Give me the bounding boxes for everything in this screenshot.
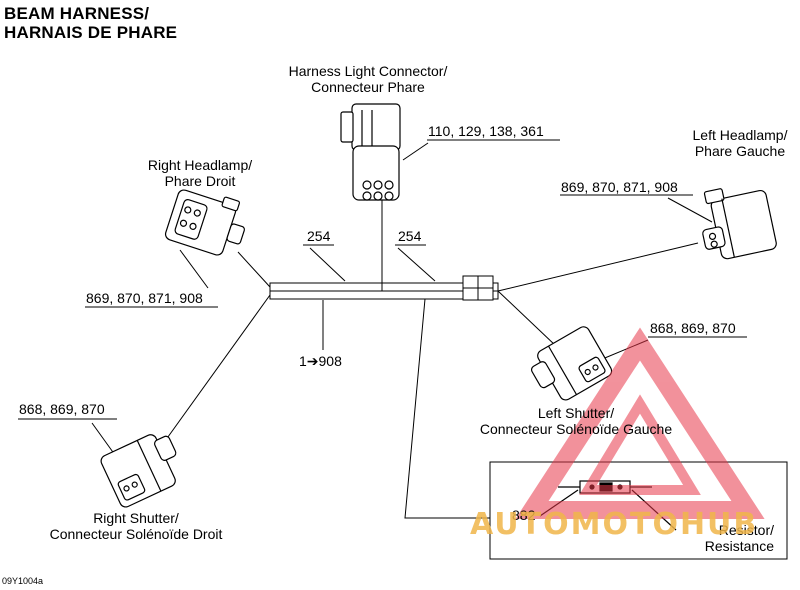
left-shutter-label-fr: Connecteur Solénoïde Gauche [479,421,673,437]
harness-light-connector-refs: 110, 129, 138, 361 [428,123,544,139]
resistor-label-fr: Resistance [704,538,774,554]
harness-ref-left: 254 [307,228,331,244]
harness-ref-right: 254 [398,228,422,244]
branch-left-shutter [497,290,557,347]
right-headlamp-label-en: Right Headlamp/ [147,157,253,173]
left-headlamp-icon [702,188,777,260]
watermark-logo [515,327,765,519]
right-shutter-label-fr: Connecteur Solénoïde Droit [49,526,223,542]
right-shutter-icon [100,434,177,508]
harness-light-connector-label-en: Harness Light Connector/ [288,63,448,79]
left-headlamp-label: Left Headlamp/ Phare Gauche [675,127,800,159]
right-shutter-label-en: Right Shutter/ [93,510,179,526]
diagram-title-line2: HARNAIS DE PHARE [4,23,178,42]
left-headlamp-label-fr: Phare Gauche [694,143,786,159]
harness-light-connector-label: Harness Light Connector/ Connecteur Phar… [268,63,468,95]
left-shutter-refs: 868, 869, 870 [650,320,736,336]
resistor-box [489,461,788,560]
left-shutter-icon [530,326,613,401]
left-shutter-label-en: Left Shutter/ [537,405,615,421]
left-headlamp-label-en: Left Headlamp/ [692,127,788,143]
resistor-refs: 882 [512,507,536,523]
figure-code: 09Y1004a [2,576,44,586]
resistor-label-en: Resistor/ [718,522,774,538]
left-shutter-label: Left Shutter/ Connecteur Solénoïde Gauch… [452,405,700,437]
right-headlamp-label-fr: Phare Droit [164,173,236,189]
right-shutter-label: Right Shutter/ Connecteur Solénoïde Droi… [18,510,254,542]
branch-right-shutter [159,294,271,449]
right-shutter-refs: 868, 869, 870 [19,401,105,417]
harness-main-ref: 1➔908 [299,353,342,369]
watermark-text: AUTOMOTOHUB [470,507,759,542]
left-headlamp-refs: 869, 870, 871, 908 [561,179,678,195]
right-headlamp-label: Right Headlamp/ Phare Droit [125,157,275,189]
right-headlamp-icon [164,189,246,256]
right-headlamp-refs: 869, 870, 871, 908 [86,290,203,306]
resistor-label: Resistor/ Resistance [664,522,774,554]
harness-light-connector-icon [340,103,401,201]
branch-right-headlamp [237,251,271,288]
diagram-title-line1: BEAM HARNESS/ [4,4,150,23]
branch-left-headlamp [497,242,699,292]
harness-light-connector-label-fr: Connecteur Phare [311,79,425,95]
branch-resistor [404,298,490,519]
